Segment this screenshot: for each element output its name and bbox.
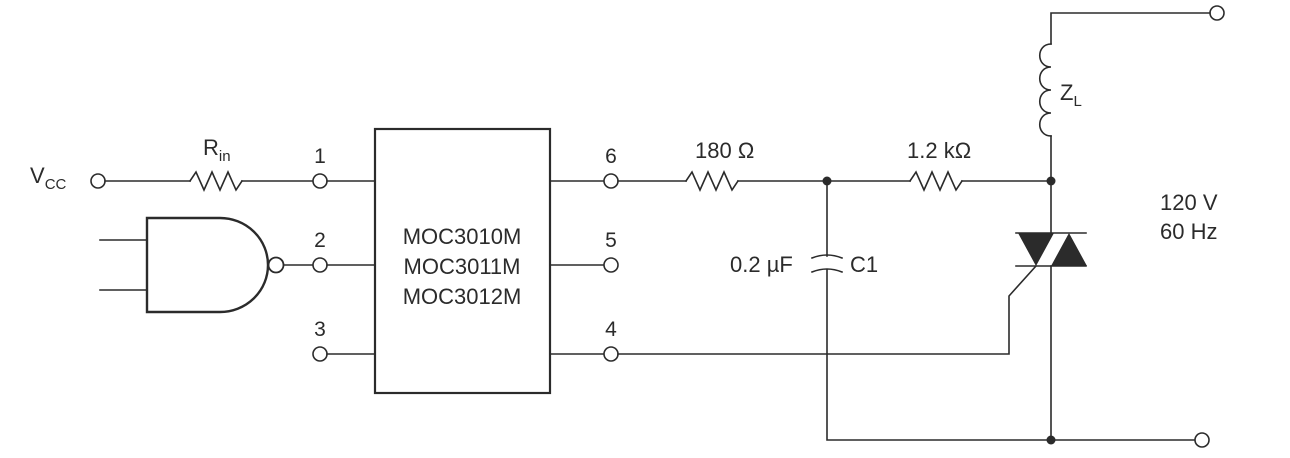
- pin-4-terminal: [603, 346, 619, 362]
- cap-name-label: C1: [850, 252, 878, 277]
- wire-c1-bottom: [826, 269, 1052, 441]
- pin-1-label: 1: [314, 145, 326, 168]
- pin-2-label: 2: [314, 229, 326, 252]
- pin-6-label: 6: [605, 145, 617, 168]
- pin-4-label: 4: [605, 318, 617, 341]
- part-number-3: MOC3012M: [403, 284, 522, 309]
- ac-line-bottom-terminal: [1194, 432, 1210, 448]
- pin-5-label: 5: [605, 229, 617, 252]
- part-number-1: MOC3010M: [403, 224, 522, 249]
- resistor-180-icon: [684, 170, 740, 192]
- triac-gate-lead: [617, 264, 1038, 355]
- rin-label: Rin: [203, 135, 231, 165]
- vcc-label: VCC: [30, 163, 67, 193]
- r180-label: 180 Ω: [695, 138, 754, 163]
- wire-triac-mt1: [1050, 265, 1196, 441]
- pin-3-label: 3: [314, 318, 326, 341]
- resistor-rin-icon: [188, 170, 244, 192]
- optocoupler-package: [373, 127, 552, 395]
- nand-gate-icon: [145, 216, 270, 314]
- nand-gate-bubble: [267, 256, 285, 274]
- part-number-2: MOC3011M: [404, 254, 521, 279]
- pin-3-terminal: [312, 346, 328, 362]
- capacitor-icon: [810, 254, 844, 274]
- ac-line-top-terminal: [1209, 5, 1225, 21]
- r1k2-label: 1.2 kΩ: [907, 138, 971, 163]
- pin-1-terminal: [312, 173, 328, 189]
- wire-top-line: [1050, 12, 1211, 45]
- line-frequency-label: 60 Hz: [1160, 219, 1217, 244]
- pin-6-terminal: [603, 173, 619, 189]
- cap-value-label: 0.2 µF: [730, 252, 793, 277]
- pin-5-terminal: [603, 257, 619, 273]
- triac-icon: [1018, 233, 1087, 266]
- inductor-icon: [1038, 43, 1052, 137]
- vcc-terminal: [90, 173, 106, 189]
- line-voltage-label: 120 V: [1160, 190, 1218, 215]
- resistor-1k2-icon: [908, 170, 964, 192]
- junction-bottom: [1046, 435, 1056, 445]
- zl-label: ZL: [1060, 80, 1082, 110]
- pin-2-terminal: [312, 257, 328, 273]
